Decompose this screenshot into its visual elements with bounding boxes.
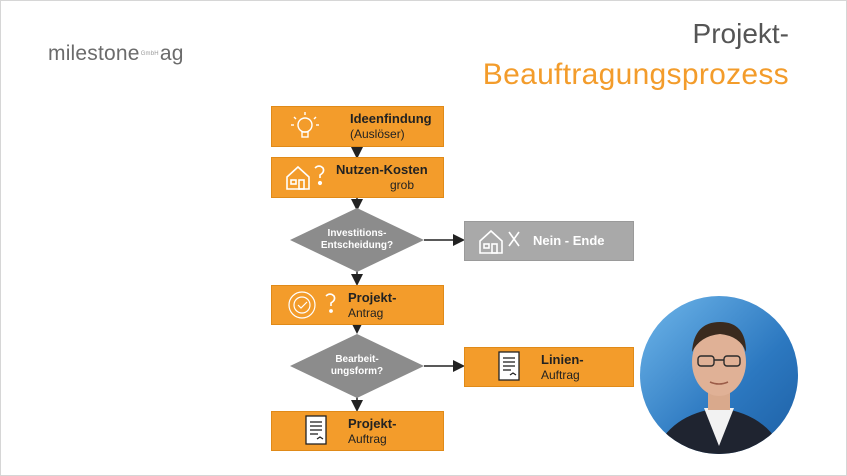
step-linien-auftrag-title: Linien- (541, 352, 584, 367)
step-ideenfindung: Ideenfindung (Auslöser) (271, 106, 444, 147)
presenter-photo (640, 296, 798, 454)
step-projekt-antrag: Projekt- Antrag (271, 285, 444, 325)
decision-investition-line1: Investitions- (327, 228, 387, 239)
step-projekt-antrag-sub: Antrag (348, 306, 384, 320)
presenter-illustration (654, 322, 784, 454)
house-x-icon (479, 229, 520, 254)
step-projekt-auftrag-sub: Auftrag (348, 432, 387, 446)
step-nutzen-kosten-title: Nutzen-Kosten (336, 162, 428, 177)
step-projekt-antrag-title: Projekt- (348, 290, 397, 305)
decision-investition (290, 208, 424, 272)
step-nutzen-kosten-sub: grob (390, 178, 415, 192)
decision-bearbeitung-label: Bearbeit- ungsform? (300, 354, 414, 378)
logo-text-small: GmbH (140, 51, 159, 58)
step-linien-auftrag: Linien- Auftrag (464, 347, 634, 387)
step-ideenfindung-sub: (Auslöser) (350, 127, 405, 141)
step-nein-ende: Nein - Ende (464, 221, 634, 261)
lightbulb-icon (291, 112, 319, 138)
step-nein-ende-title: Nein - Ende (533, 233, 605, 248)
step-projekt-auftrag: Projekt- Auftrag (271, 411, 444, 451)
document-icon (305, 415, 327, 445)
decision-investition-line2: Entscheidung? (320, 240, 394, 251)
logo-text-a: milestone (48, 42, 140, 65)
decision-bearbeitung-line1: Bearbeit- (335, 354, 379, 365)
company-logo: milestoneGmbHag (48, 42, 184, 66)
step-linien-auftrag-sub: Auftrag (541, 368, 580, 382)
logo-text-b: ag (159, 42, 184, 65)
decision-investition-label: Investitions- Entscheidung? (300, 228, 414, 252)
step-projekt-auftrag-title: Projekt- (348, 416, 397, 431)
house-question-icon (286, 165, 325, 190)
slide-title-line1: Projekt- (692, 18, 789, 49)
slide-title-line2: Beauftragungsprozess (482, 58, 789, 91)
decision-bearbeitung-line2: ungsform? (330, 366, 384, 377)
decision-bearbeitung (290, 334, 424, 398)
step-ideenfindung-title: Ideenfindung (350, 111, 432, 126)
document-icon (498, 351, 520, 381)
seal-question-icon (288, 291, 336, 319)
step-nutzen-kosten: Nutzen-Kosten grob (271, 157, 444, 198)
